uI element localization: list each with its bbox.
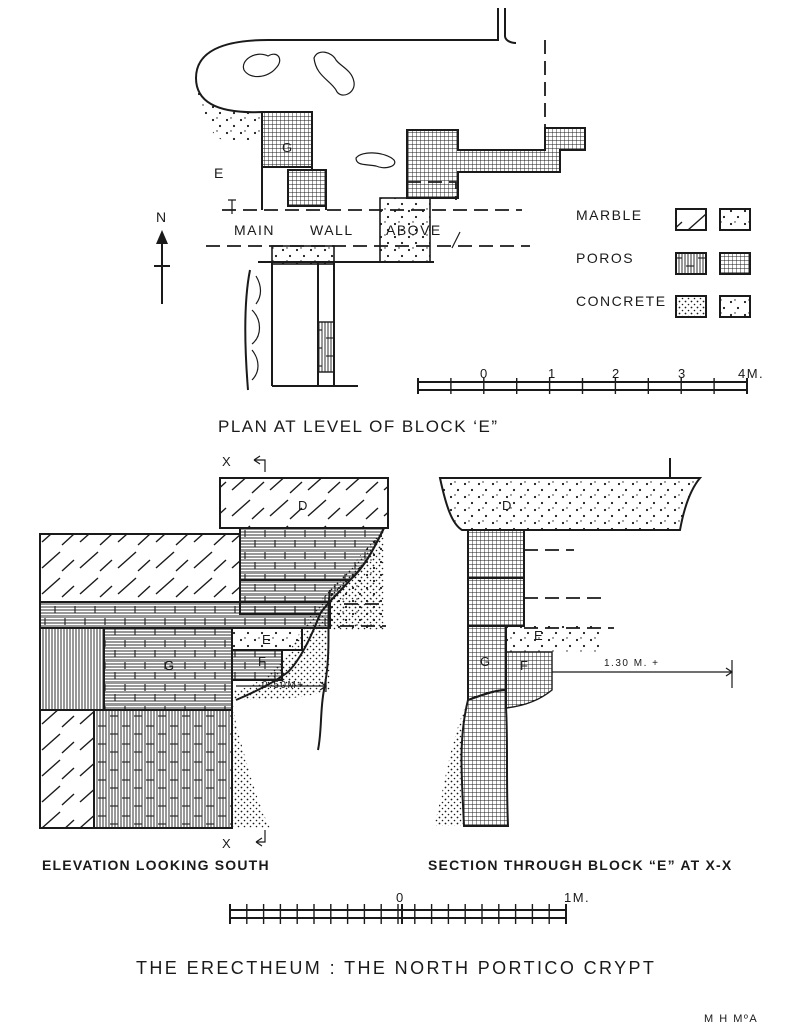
elevation-poros-course-3 <box>39 601 331 629</box>
plan-view: G E MAIN WALL ABOVE N PLAN AT LEVEL OF B… <box>154 8 586 436</box>
detail-scale-tick-0: 0 <box>396 890 405 905</box>
plan-concrete-block <box>379 197 431 263</box>
elevation-marble-base <box>39 709 95 829</box>
north-arrow-icon: N <box>154 209 170 304</box>
section-label-f: F <box>520 658 529 673</box>
elevation-section-mark-bottom: X <box>222 836 232 851</box>
legend-poros-section-swatch <box>719 252 751 275</box>
section-title: SECTION THROUGH BLOCK “E” AT X-X <box>428 857 732 873</box>
plan-upper-wall <box>194 8 499 210</box>
legend-marble-plan-swatch <box>675 208 707 231</box>
plan-wall-word-wall: WALL <box>310 222 354 238</box>
section-block-f <box>505 651 553 709</box>
elevation-dimension-label: 0.50M+ <box>262 680 305 691</box>
plan-lower-walls <box>244 262 358 391</box>
plan-right-poros-block <box>406 127 586 199</box>
plan-concrete-strip <box>271 245 335 265</box>
detail-scale-bar: 0 1M. <box>229 890 590 924</box>
plan-scale-tick-1: 1 <box>548 366 557 381</box>
elevation-title: ELEVATION LOOKING SOUTH <box>42 857 270 873</box>
elevation-block-g <box>103 627 233 711</box>
plan-rubble-3 <box>355 152 396 169</box>
section-dimension-label: 1.30 M. + <box>604 658 659 669</box>
plan-label-g: G <box>282 140 294 155</box>
plan-label-e: E <box>214 165 225 181</box>
section-dimension-line <box>552 660 734 688</box>
elevation-section-mark-top: X <box>222 454 232 469</box>
section-block-e <box>506 626 600 652</box>
legend-marble-label: MARBLE <box>576 207 643 223</box>
detail-scale-tick-1: 1M. <box>564 890 590 905</box>
plan-block-f <box>287 169 327 207</box>
plan-block-dash <box>407 181 457 200</box>
plan-concrete-mass <box>196 78 262 140</box>
detail-scale-minor-ticks <box>246 904 550 924</box>
plan-upper-right-corner <box>504 8 517 44</box>
section-label-g: G <box>480 654 492 669</box>
sheet-title: THE ERECTHEUM : THE NORTH PORTICO CRYPT <box>136 958 656 978</box>
plan-scale-tick-2: 2 <box>612 366 621 381</box>
plan-rubble-2 <box>313 51 355 96</box>
plan-scale-bar: 0 1 2 3 4M. <box>417 366 764 394</box>
plan-scale-tick-0: 0 <box>480 366 489 381</box>
plan-title: PLAN AT LEVEL OF BLOCK ‘E” <box>218 417 499 436</box>
plan-lower-poros <box>317 321 335 373</box>
plan-main-wall-arrow-left <box>228 199 236 214</box>
section-label-e: E <box>534 628 544 643</box>
legend-concrete-label: CONCRETE <box>576 293 667 309</box>
sheet-credit: M H MºA <box>704 1013 758 1024</box>
plan-block-outline <box>261 112 327 210</box>
elevation-marble-left <box>39 533 241 603</box>
section-view: D E G F 1.30 M. + SECTION THROUGH BLOCK … <box>428 458 734 873</box>
elevation-label-f: F <box>258 654 267 669</box>
plan-scale-tick-4: 4M. <box>738 366 764 381</box>
north-label: N <box>156 209 168 225</box>
legend-concrete-section-swatch <box>719 295 751 318</box>
plan-scale-minor-ticks <box>450 378 715 394</box>
elevation-dimension-line <box>236 680 328 692</box>
legend-marble-section-swatch <box>719 208 751 231</box>
elevation-section-arrow-bottom <box>255 830 266 847</box>
plan-lower-stones <box>251 275 262 381</box>
elevation-label-g: G <box>164 658 176 673</box>
plan-rubble-1 <box>242 53 281 78</box>
legend-concrete-plan-swatch <box>675 295 707 318</box>
section-poros-lower <box>460 688 510 827</box>
section-label-d: D <box>502 498 513 513</box>
elevation-label-e: E <box>262 632 272 647</box>
plan-wall-word-main: MAIN <box>234 222 275 238</box>
elevation-section-arrow-top <box>253 455 266 472</box>
section-block-d <box>438 477 703 531</box>
elevation-label-d: D <box>298 498 309 513</box>
legend-poros-plan-swatch <box>675 252 707 275</box>
elevation-view: X D G E F 0.50M+ X ELEVATION LOO <box>39 454 389 873</box>
plan-main-wall-arrow-right <box>451 231 461 249</box>
section-concrete-left <box>434 700 468 826</box>
legend-poros-label: POROS <box>576 250 634 266</box>
elevation-poros-base <box>93 709 233 829</box>
materials-legend: MARBLE POROS CONCRETE <box>576 207 751 318</box>
elevation-concrete-edge <box>235 527 385 701</box>
plan-scale-tick-3: 3 <box>678 366 687 381</box>
elevation-poros-left <box>39 627 105 711</box>
